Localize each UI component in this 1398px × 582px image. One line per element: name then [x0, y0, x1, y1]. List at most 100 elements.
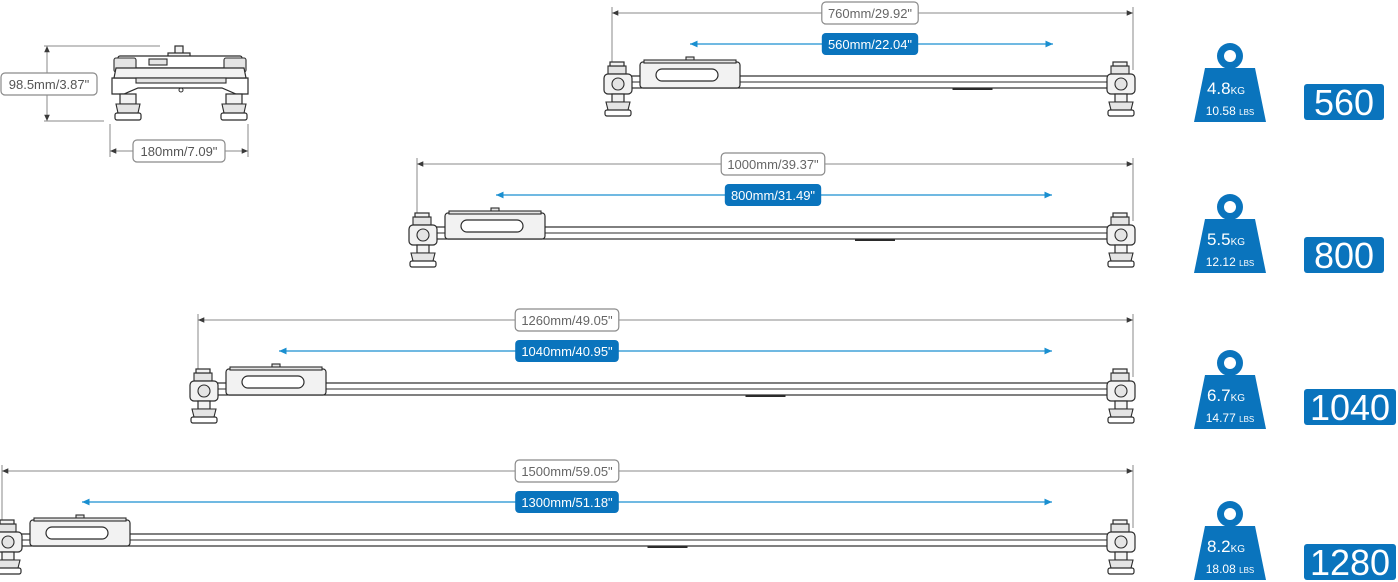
weight-icon — [1194, 526, 1266, 580]
carriage-handle — [45, 526, 109, 540]
travel-label-bg — [821, 33, 919, 55]
right-end-foot-pad — [1107, 416, 1135, 424]
width-label: 180mm/7.09" — [132, 139, 226, 163]
travel-label-bg — [724, 184, 822, 206]
weight-kg: 6.7KG — [1207, 386, 1245, 405]
left-end-foot-pad — [190, 416, 218, 424]
weight-badge: 8.2KG 18.08 LBS — [1194, 501, 1266, 580]
left-end-knob-cap — [0, 519, 15, 525]
left-end-clamp-wheel — [611, 77, 625, 91]
rail-center-mark — [647, 546, 688, 548]
total-length-label-bg — [821, 1, 919, 25]
travel-label-bg — [515, 340, 619, 362]
weight-badge: 6.7KG 14.77 LBS — [1194, 350, 1266, 429]
right-end-foot-pad — [1107, 260, 1135, 268]
left-end-clamp-wheel — [1, 535, 15, 549]
weight-badge: 5.5KG 12.12 LBS — [1194, 194, 1266, 273]
rail-center-mark — [855, 239, 895, 241]
right-end-leg — [1114, 551, 1128, 561]
left-end-clamp-wheel — [416, 228, 430, 242]
right-end-knob — [1110, 523, 1130, 533]
right-end-foot — [1108, 252, 1134, 262]
height-label: 98.5mm/3.87" — [0, 72, 98, 96]
left-end-knob-cap — [414, 212, 430, 218]
weight-icon — [1194, 219, 1266, 273]
mount-plate — [229, 366, 323, 371]
total-length-label: 1260mm/49.05" — [521, 313, 613, 328]
model-badge-text: 800 — [1314, 235, 1374, 276]
left-end-knob — [412, 216, 432, 226]
left-end-foot — [605, 101, 631, 111]
right-end-knob-cap — [1112, 368, 1128, 374]
right-end-clamp-wheel — [1114, 384, 1128, 398]
right-end-foot-pad — [1107, 109, 1135, 117]
weight-ring-hole — [1224, 357, 1236, 369]
travel-label: 800mm/31.49" — [731, 188, 815, 203]
right-end-knob-cap — [1112, 61, 1128, 67]
model-badge — [1304, 84, 1384, 120]
travel-label-bg — [515, 491, 619, 513]
weight-ring-hole — [1224, 508, 1236, 520]
model-badge — [1304, 544, 1396, 580]
right-end-knob — [1110, 372, 1130, 382]
model-badge — [1304, 237, 1384, 273]
right-end-clamp-wheel — [1114, 77, 1128, 91]
side-view: 98.5mm/3.87" 180mm/7.09" — [0, 45, 249, 163]
travel-label: 560mm/22.04" — [828, 37, 912, 52]
left-end-knob-cap — [609, 61, 625, 67]
width-label-text: 180mm/7.09" — [141, 144, 218, 159]
rail-center-mark — [745, 395, 786, 397]
right-end-leg — [1114, 400, 1128, 410]
weight-kg: 5.5KG — [1207, 230, 1245, 249]
right-end-foot-pad — [1107, 567, 1135, 575]
right-end-knob-cap — [1112, 212, 1128, 218]
weight-lbs: 10.58 LBS — [1206, 104, 1255, 118]
right-end-foot — [1108, 101, 1134, 111]
left-end-knob-cap — [195, 368, 211, 374]
right-end-leg — [1114, 244, 1128, 254]
weight-lbs: 18.08 LBS — [1206, 562, 1255, 576]
rail-center-mark — [952, 88, 993, 90]
total-length-label: 1000mm/39.37" — [727, 157, 819, 172]
mount-plate — [33, 517, 127, 522]
weight-kg: 4.8KG — [1207, 79, 1245, 98]
left-end-foot-pad — [0, 567, 22, 575]
left-end-leg — [197, 400, 211, 410]
weight-icon — [1194, 375, 1266, 429]
right-end-clamp-wheel — [1114, 535, 1128, 549]
left-end-knob — [193, 372, 213, 382]
slider-row-800: 1000mm/39.37" 800mm/31.49" 5.5KG 12.12 LBS 8… — [408, 152, 1384, 276]
right-end-knob-cap — [1112, 519, 1128, 525]
right-end-foot — [1108, 408, 1134, 418]
left-end-leg — [611, 93, 625, 103]
end-view-drawing — [111, 45, 249, 121]
left-end-leg — [1, 551, 15, 561]
left-end-foot-pad — [409, 260, 437, 268]
left-end-foot — [191, 408, 217, 418]
weight-icon — [1194, 68, 1266, 122]
model-badge — [1304, 389, 1396, 425]
total-length-label-bg — [514, 308, 620, 332]
left-end-leg — [416, 244, 430, 254]
total-length-label: 1500mm/59.05" — [521, 464, 613, 479]
mount-plate — [643, 59, 737, 64]
right-end-leg — [1114, 93, 1128, 103]
model-badge-text: 1280 — [1310, 542, 1390, 582]
right-end-knob — [1110, 216, 1130, 226]
model-badge-text: 560 — [1314, 82, 1374, 123]
left-end-foot-pad — [604, 109, 632, 117]
left-end-foot — [410, 252, 436, 262]
carriage-handle — [460, 219, 524, 233]
weight-ring-hole — [1224, 201, 1236, 213]
travel-label: 1300mm/51.18" — [521, 495, 613, 510]
weight-lbs: 14.77 LBS — [1206, 411, 1255, 425]
right-end-knob — [1110, 65, 1130, 75]
left-end-knob — [0, 523, 17, 533]
weight-kg: 8.2KG — [1207, 537, 1245, 556]
weight-lbs: 12.12 LBS — [1206, 255, 1255, 269]
left-end-clamp-wheel — [197, 384, 211, 398]
right-end-clamp-wheel — [1114, 228, 1128, 242]
carriage-handle — [241, 375, 305, 389]
